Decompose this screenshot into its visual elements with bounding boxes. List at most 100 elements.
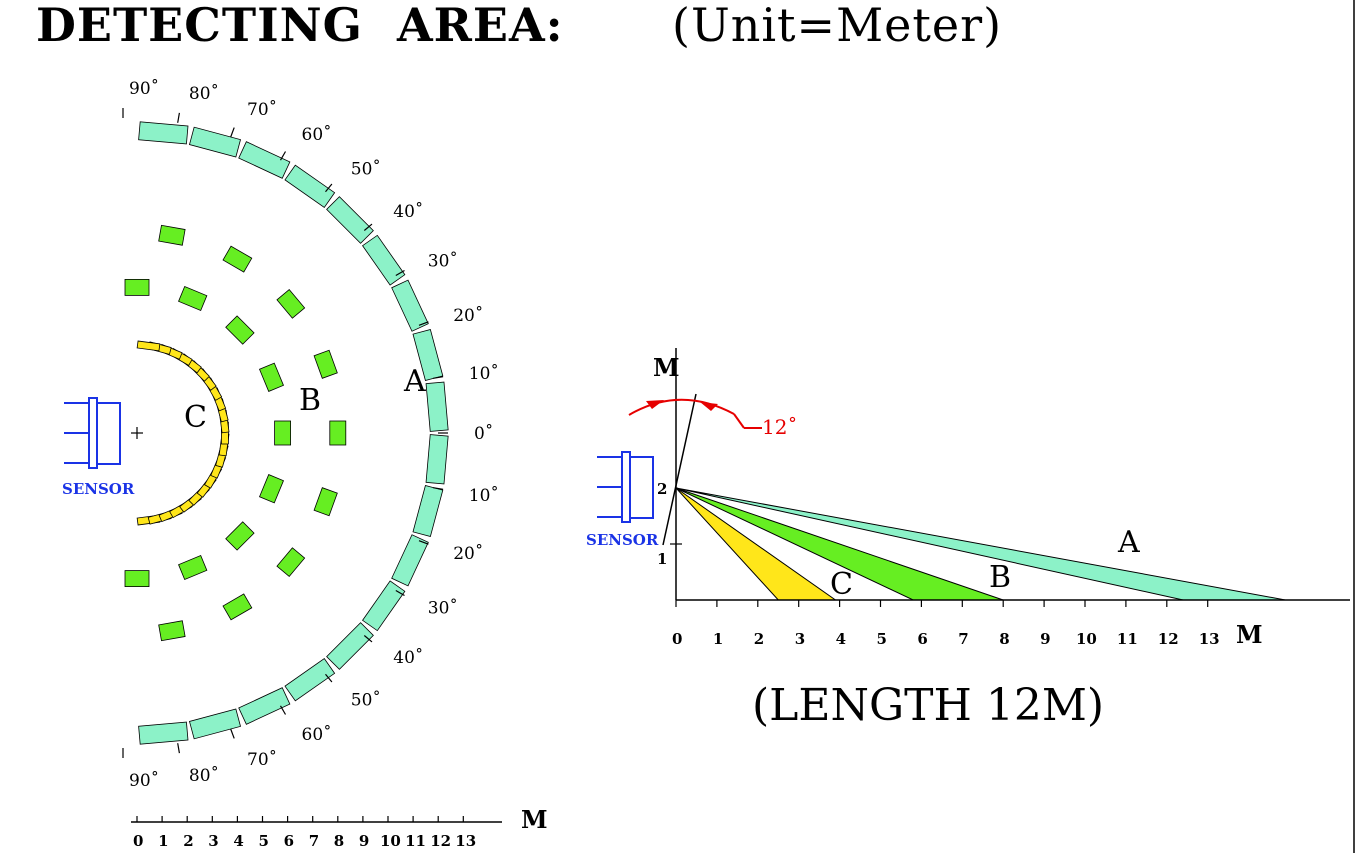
tilt-angle-label: 12˚ <box>762 415 797 439</box>
sensor-tilt-line <box>662 393 697 546</box>
y-axis-label: M <box>653 353 680 382</box>
zone-a-segment <box>362 580 406 632</box>
x-tick-label: 9 <box>1040 630 1050 648</box>
zone-a-segment <box>138 721 189 745</box>
x-tick-label: 3 <box>795 630 805 648</box>
beam-label-c: C <box>830 567 853 602</box>
angle-tick <box>177 743 180 754</box>
zone-b-segment <box>276 547 306 577</box>
zone-label-b-top: B <box>299 383 321 418</box>
zone-a-segment <box>188 708 242 740</box>
x-tick-label: 12 <box>1158 630 1179 648</box>
length-caption: (LENGTH 12M) <box>752 680 1104 731</box>
angle-label: 20˚ <box>453 544 483 564</box>
angle-label: 60˚ <box>302 125 332 145</box>
sensor-label-top: SENSOR <box>62 480 135 498</box>
tilt-angle-arrow <box>628 398 762 429</box>
zone-label-c-top: C <box>184 400 207 435</box>
angle-label: 0˚ <box>474 424 493 444</box>
zone-b-segment <box>329 420 347 446</box>
x-tick-label: 6 <box>917 630 927 648</box>
scale-tick-label: 8 <box>334 832 344 850</box>
angle-tick <box>433 376 444 379</box>
zone-b-segment <box>178 554 208 581</box>
zone-b-segment <box>225 315 255 345</box>
scale-tick-label: 7 <box>309 832 319 850</box>
angle-label: 40˚ <box>393 648 423 668</box>
scale-tick-label: 6 <box>284 832 294 850</box>
zone-a-segment <box>138 121 189 145</box>
zone-a-segment <box>188 126 242 158</box>
beam-label-a: A <box>1117 525 1140 560</box>
zone-a-segment <box>425 381 449 432</box>
scale-tick-label: 12 <box>430 832 451 850</box>
angle-tick <box>395 269 405 277</box>
scale-tick-label: 11 <box>405 832 426 850</box>
angle-label: 50˚ <box>351 690 381 710</box>
scale-tick-label: 0 <box>133 832 143 850</box>
angle-tick <box>177 112 180 123</box>
angle-tick <box>279 705 287 715</box>
arrow-head-left <box>646 400 664 409</box>
x-tick-label: 0 <box>672 630 682 648</box>
zone-label-a-top: A <box>403 364 426 399</box>
beam-label-b: B <box>989 560 1011 595</box>
arrow-head-right <box>700 402 718 411</box>
x-tick-label: 5 <box>877 630 887 648</box>
scale-tick-label: 5 <box>259 832 269 850</box>
sensor-icon-side <box>597 451 654 523</box>
angle-tick <box>230 728 235 739</box>
zone-b-segment <box>158 620 186 642</box>
zone-b-segment <box>258 362 285 392</box>
angle-tick <box>325 673 333 683</box>
zone-b-segment <box>178 285 208 312</box>
scale-tick-label: 2 <box>183 832 193 850</box>
zone-b-segment <box>124 278 150 296</box>
top-scale-unit: M <box>521 805 548 834</box>
angle-label: 10˚ <box>469 486 499 506</box>
scale-tick-label: 4 <box>233 832 243 850</box>
zone-b-segment <box>276 289 306 319</box>
x-tick-label: 10 <box>1076 630 1097 648</box>
zone-a-segment <box>391 534 429 587</box>
angle-tick <box>230 127 235 138</box>
origin-marker <box>131 427 143 439</box>
y-tick-1: 1 <box>657 550 667 568</box>
angle-label: 30˚ <box>428 252 458 272</box>
zone-b-segment <box>222 593 253 621</box>
y-tick-2: 2 <box>657 480 667 498</box>
x-axis-unit: M <box>1236 620 1263 649</box>
x-tick-label: 7 <box>958 630 968 648</box>
angle-label: 80˚ <box>189 766 219 786</box>
zone-b-segment <box>313 349 338 379</box>
angle-label: 10˚ <box>469 364 499 384</box>
page-title: DETECTING AREA: <box>36 0 564 52</box>
zone-a-segment <box>284 164 336 208</box>
sensor-icon-top <box>64 397 121 469</box>
sensor-label-side: SENSOR <box>586 531 659 549</box>
x-tick-label: 4 <box>836 630 846 648</box>
angle-label: 70˚ <box>247 750 277 770</box>
zone-b-segment <box>158 224 186 246</box>
scale-tick-label: 9 <box>359 832 369 850</box>
zone-a-segment <box>326 196 374 244</box>
angle-label: 90˚ <box>129 79 159 99</box>
angle-tick <box>279 151 287 161</box>
zone-a-segment <box>425 434 449 485</box>
zone-b-segment <box>222 245 253 273</box>
angle-label: 50˚ <box>351 160 381 180</box>
top-view-panel: SENSOR 90˚ 80˚ 70˚ 60˚ 50˚ 40˚ 30˚ 20˚ 10˚ 0˚ 10˚ 2… <box>62 79 548 850</box>
zone-b-segment <box>274 420 292 446</box>
x-tick-label: 13 <box>1199 630 1220 648</box>
scale-tick-label: 10 <box>380 832 401 850</box>
scale-tick-label: 13 <box>455 832 476 850</box>
angle-label: 80˚ <box>189 84 219 104</box>
angle-tick <box>325 183 333 193</box>
angle-label: 20˚ <box>453 306 483 326</box>
unit-note: (Unit=Meter) <box>672 0 1002 52</box>
zone-a-segment <box>326 622 374 670</box>
angle-tick <box>395 589 405 597</box>
zone-a-segment <box>238 141 291 179</box>
